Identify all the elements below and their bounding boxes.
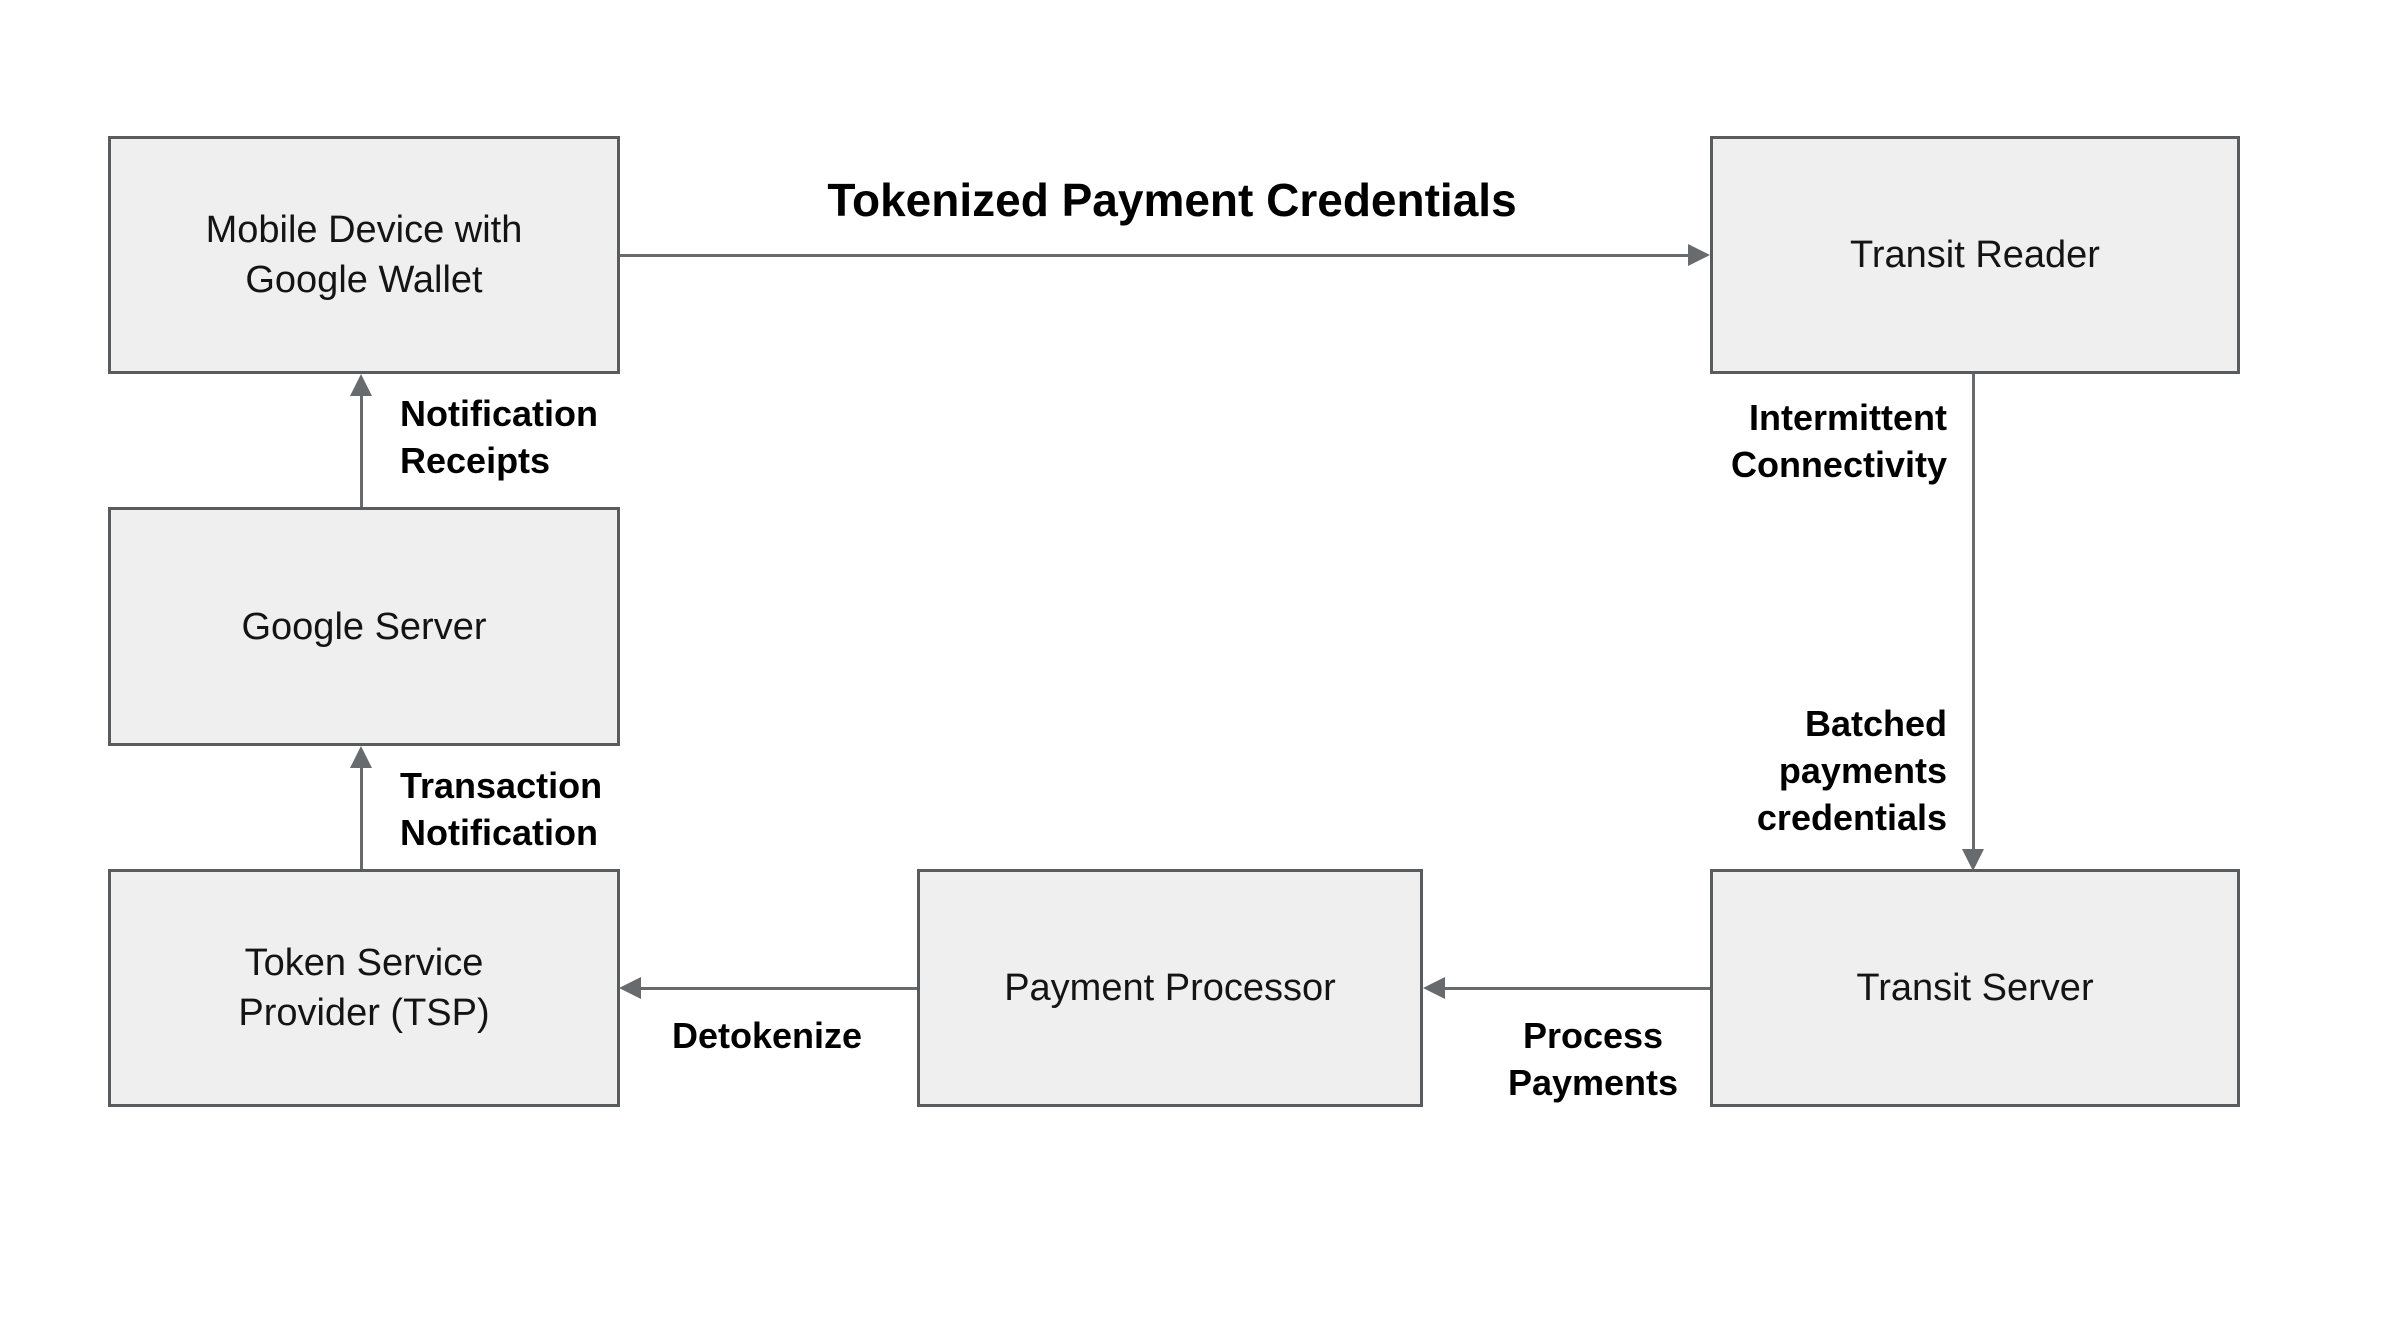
node-mobile-device-google-wallet: Mobile Device with Google Wallet	[108, 136, 620, 374]
arrowhead-down-icon	[1962, 849, 1984, 871]
node-label-transit-reader: Transit Reader	[1850, 234, 2100, 276]
arrowhead-left-icon	[1423, 977, 1445, 999]
node-label-transit-server: Transit Server	[1856, 967, 2094, 1009]
arrowhead-up-icon	[350, 746, 372, 768]
arrowhead-up-icon	[350, 374, 372, 396]
edge-notification-receipts-line	[360, 394, 363, 507]
edge-detokenize-line	[639, 987, 917, 990]
node-transit-reader: Transit Reader	[1710, 136, 2240, 374]
edge-label-notification-receipts: Notification Receipts	[400, 393, 598, 481]
node-label-payment-processor: Payment Processor	[1004, 967, 1336, 1009]
node-google-server: Google Server	[108, 507, 620, 746]
edge-label-process-payments: Process Payments	[1507, 1015, 1679, 1103]
arrowhead-left-icon	[619, 977, 641, 999]
node-transit-server: Transit Server	[1710, 869, 2240, 1107]
edge-label-detokenize: Detokenize	[671, 1015, 863, 1056]
edge-label-intermittent-connectivity: Intermittent Connectivity	[1730, 397, 1947, 485]
edge-label-batched-payments-credentials: Batched payments credentials	[1756, 703, 1947, 838]
node-token-service-provider: Token Service Provider (TSP)	[108, 869, 620, 1107]
node-label-mobile-device: Mobile Device with Google Wallet	[205, 209, 523, 301]
node-label-google-server: Google Server	[241, 605, 487, 648]
edge-reader-to-server-line	[1972, 374, 1975, 849]
arrowhead-right-icon	[1688, 244, 1710, 266]
node-payment-processor: Payment Processor	[917, 869, 1423, 1107]
edge-label-tokenized-payment-credentials: Tokenized Payment Credentials	[827, 174, 1517, 226]
node-label-token-service-provider: Token Service Provider (TSP)	[238, 942, 490, 1034]
edge-process-payments-line	[1443, 987, 1710, 990]
edge-tokenized-payment-credentials-line	[620, 254, 1690, 257]
edge-transaction-notification-line	[360, 766, 363, 869]
edge-label-transaction-notification: Transaction Notification	[400, 765, 603, 853]
